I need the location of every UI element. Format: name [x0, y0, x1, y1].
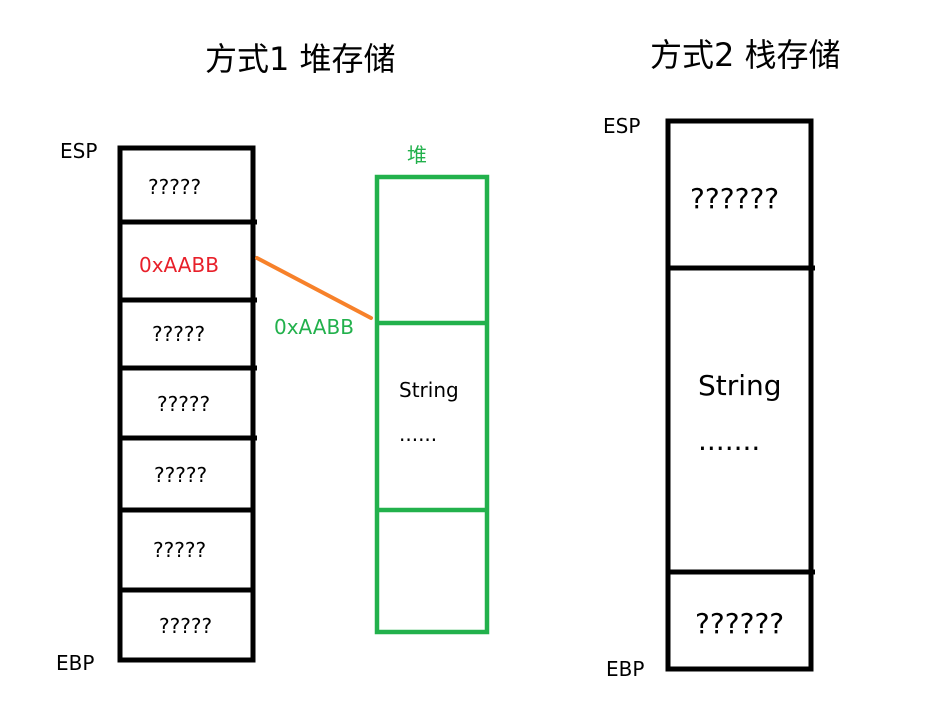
stack-cell-value: ??????: [690, 182, 779, 215]
stack-frame-outline: [117, 145, 256, 663]
stack-ellipsis-text: .......: [698, 424, 760, 457]
method1-title: 方式1 堆存储: [205, 40, 396, 78]
method2-title: 方式2 栈存储: [650, 36, 841, 74]
stack-cell-value: ?????: [159, 614, 212, 638]
heap-block: 堆 0xAABB String ......: [274, 143, 490, 635]
stack-cell-value: ??????: [695, 607, 784, 640]
heap-ellipsis-text: ......: [399, 422, 437, 446]
esp-label-method2: ESP: [603, 114, 640, 138]
heap-outline: [374, 174, 490, 635]
stack-cell-pointer-value: 0xAABB: [139, 253, 219, 277]
stack-cell-value: ?????: [153, 538, 206, 562]
ebp-label-method2: EBP: [606, 657, 644, 681]
esp-label-method1: ESP: [60, 139, 97, 163]
heap-address-label: 0xAABB: [274, 315, 354, 339]
heap-string-text: String: [399, 378, 459, 402]
stack-cell-value: ?????: [152, 322, 205, 346]
stack-frame-outline: [665, 118, 814, 672]
pointer-arrow: [255, 256, 373, 320]
stack-cell-value: ?????: [154, 463, 207, 487]
ebp-label-method1: EBP: [56, 651, 94, 675]
stack-string-text: String: [698, 369, 782, 402]
method1-stack: ESP EBP ????? 0xAABB ????? ????? ????? ?…: [56, 139, 257, 675]
stack-cell-value: ?????: [148, 175, 201, 199]
heap-label: 堆: [407, 143, 427, 167]
method2-stack: ESP EBP ?????? String ....... ??????: [603, 114, 815, 681]
stack-cell-value: ?????: [157, 392, 210, 416]
